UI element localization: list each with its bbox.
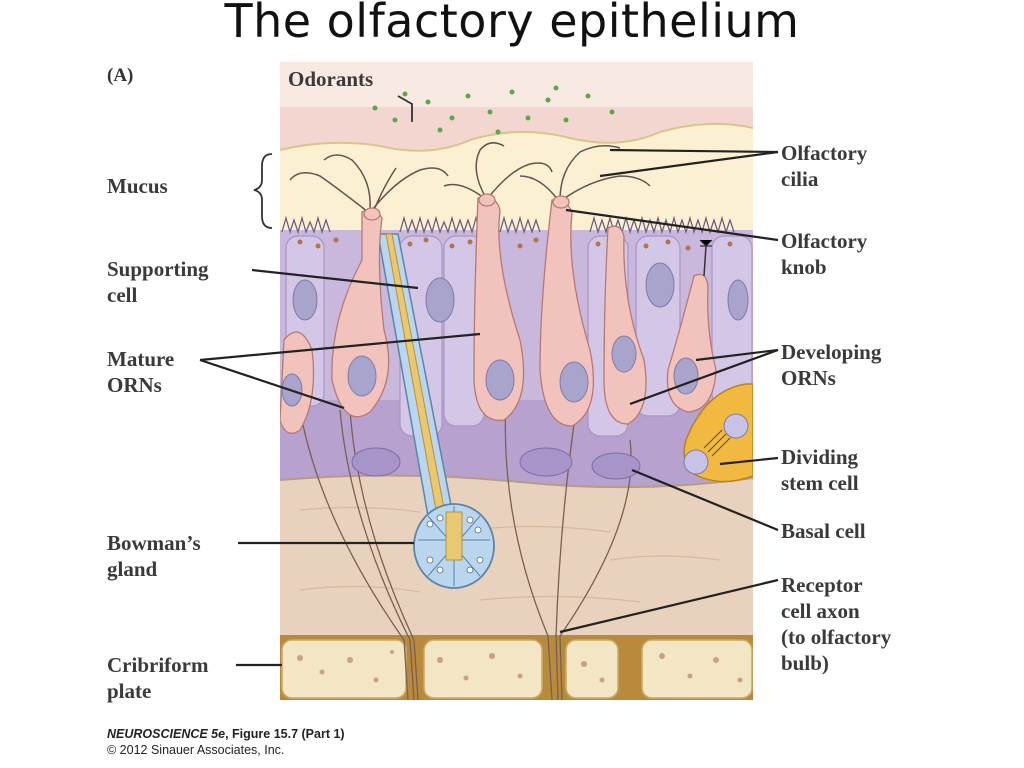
leader-mature-orns-a xyxy=(199,332,481,362)
leader-knob xyxy=(565,208,779,242)
panel-label: (A) xyxy=(107,65,134,86)
label-basal-cell: Basal cell xyxy=(781,519,866,543)
leader-basal-cell xyxy=(631,468,779,532)
mucus-brace xyxy=(253,153,273,229)
label-mucus: Mucus xyxy=(107,174,168,198)
leader-supporting-cell xyxy=(251,268,419,290)
mucus-layer xyxy=(280,123,753,235)
figure-credit: NEUROSCIENCE 5e, Figure 15.7 (Part 1) © … xyxy=(107,726,345,758)
leader-cilia-a xyxy=(609,148,779,154)
credit-book: NEUROSCIENCE 5e, Figure 15.7 (Part 1) xyxy=(107,727,345,741)
leader-developing-b xyxy=(695,348,779,362)
dividing-stem-cell xyxy=(683,383,753,483)
leader-developing-a xyxy=(629,348,779,406)
leader-axon xyxy=(559,578,779,634)
leader-cilia-b xyxy=(599,150,779,178)
page-title: The olfactory epithelium xyxy=(224,0,800,48)
olfactory-cilia xyxy=(289,142,651,213)
leader-mature-orns-b xyxy=(199,358,345,410)
bowmans-gland xyxy=(377,233,495,589)
odorant-molecules xyxy=(372,85,615,135)
mature-orn-cells xyxy=(280,196,595,434)
leader-stem-cell xyxy=(719,456,779,466)
lamina-propria xyxy=(280,475,753,635)
credit-copyright: © 2012 Sinauer Associates, Inc. xyxy=(107,743,285,757)
label-odorants: Odorants xyxy=(288,67,374,91)
